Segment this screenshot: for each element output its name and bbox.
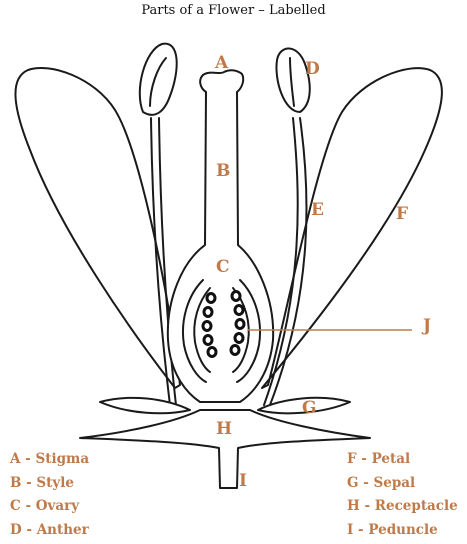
label-a: A <box>214 53 229 73</box>
legend-item-ovary: C - Ovary <box>10 498 80 514</box>
ovules <box>201 290 246 358</box>
left-petal <box>14 66 181 389</box>
label-b: B <box>216 161 230 181</box>
legend-item-anther: D - Anther <box>10 521 89 538</box>
right-anther <box>275 47 311 113</box>
legend-item-sepal: G - Sepal <box>347 474 416 491</box>
label-c: C <box>216 257 230 277</box>
legend-right: F - Petal G - Sepal H - Receptacle I - P… <box>347 448 458 542</box>
left-anther-line <box>149 57 167 107</box>
ovary-inner-left-2 <box>193 287 211 373</box>
ovary-inner-right <box>236 279 261 383</box>
label-j: J <box>421 316 431 336</box>
right-sepal <box>257 396 351 415</box>
label-h: H <box>216 419 232 439</box>
label-e: E <box>311 200 324 220</box>
left-sepal <box>99 396 191 415</box>
right-petal <box>261 67 443 389</box>
label-d: D <box>305 59 320 79</box>
right-anther-line <box>289 57 295 107</box>
ovary-inner-left <box>182 279 207 383</box>
left-anther <box>138 42 178 116</box>
left-filament <box>150 117 171 406</box>
legend-item-receptacle: H - Receptacle <box>347 498 458 514</box>
label-i: I <box>239 471 247 491</box>
legend-item-style: B - Style <box>10 474 74 491</box>
label-f: F <box>396 204 408 224</box>
receptacle-peduncle <box>79 409 371 489</box>
ovary-inner-right-2 <box>232 287 250 373</box>
legend-item-stigma: A - Stigma <box>10 451 90 467</box>
diagram-title: Parts of a Flower – Labelled <box>141 3 326 18</box>
legend-left: A - Stigma B - Style C - Ovary D - Anthe… <box>10 448 89 542</box>
right-filament <box>263 117 299 406</box>
legend-item-petal: F - Petal <box>347 451 411 467</box>
legend-item-peduncle: I - Peduncle <box>347 521 438 538</box>
right-filament-inner <box>269 117 308 406</box>
label-g: G <box>302 398 317 418</box>
